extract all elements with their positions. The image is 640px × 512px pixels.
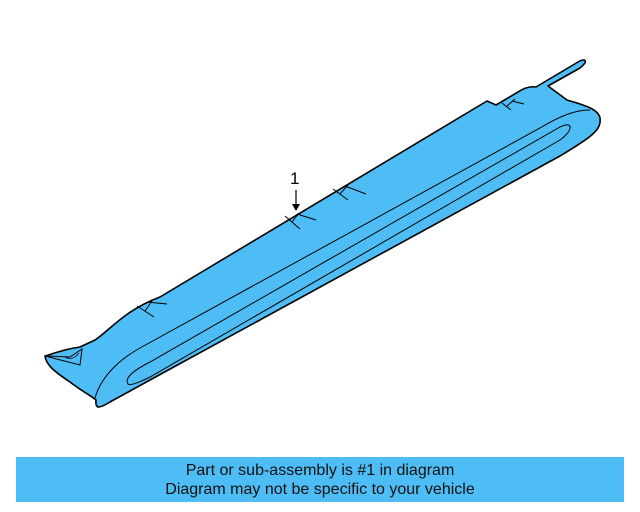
info-banner: Part or sub-assembly is #1 in diagram Di… bbox=[16, 457, 624, 502]
clip-marks bbox=[136, 98, 525, 318]
parts-diagram: 1 bbox=[44, 59, 601, 408]
inner-slot-outline bbox=[126, 124, 571, 386]
part-body bbox=[44, 59, 601, 408]
upper-contour-line bbox=[94, 109, 591, 399]
callout-number-1: 1 bbox=[290, 169, 300, 188]
banner-line-disclaimer: Diagram may not be specific to your vehi… bbox=[165, 480, 475, 498]
part-illustration bbox=[44, 59, 601, 408]
banner-line-part-number: Part or sub-assembly is #1 in diagram bbox=[185, 461, 455, 479]
left-end-fin bbox=[44, 347, 83, 366]
callout-arrow-1 bbox=[292, 190, 300, 211]
